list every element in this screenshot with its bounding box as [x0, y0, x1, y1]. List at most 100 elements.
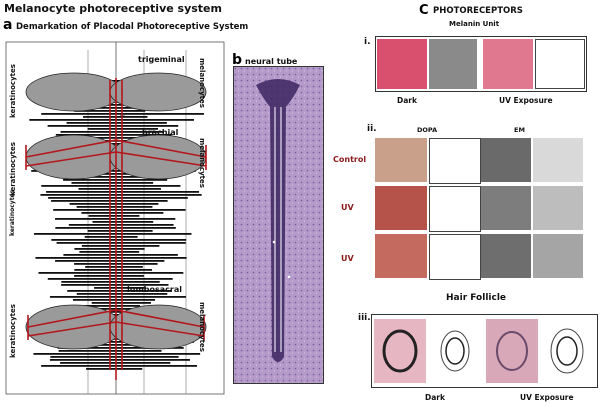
control-em-trace: [533, 138, 583, 182]
dark-stain-image: [377, 39, 427, 89]
uv1-em-image: [481, 186, 531, 230]
dermatome-bar: [84, 236, 138, 238]
melanin-unit-images: [375, 36, 587, 92]
neural-tube-micrograph: [233, 66, 324, 384]
hair-follicle-images: [371, 314, 598, 388]
uv1-dopa-trace: [429, 186, 481, 232]
dermatome-bar: [76, 206, 153, 208]
dermatome-bar: [55, 218, 176, 220]
dermatome-bar: [29, 119, 194, 121]
dermatome-bar: [49, 359, 190, 361]
right-label-melanocytes-1: melanocytes: [198, 58, 206, 108]
control-em-image: [481, 138, 531, 182]
dermatome-bar: [74, 269, 152, 271]
dermatome-bar: [72, 299, 156, 301]
uv2-em-trace: [533, 234, 583, 278]
placodal-diagram: [5, 41, 225, 395]
row-label-uv-2: UV: [341, 254, 354, 263]
dermatome-bar: [41, 365, 198, 367]
dermatome-bar: [78, 188, 161, 190]
region-label-lumbosacral: lumbosacral: [127, 285, 182, 294]
uv-follicle-trace: [542, 319, 592, 383]
uv1-em-trace: [533, 186, 583, 230]
row-label-uv-1: UV: [341, 203, 354, 212]
section-i-caption-dark: Dark: [397, 96, 417, 105]
panel-b-title: neural tube: [245, 57, 298, 66]
col-header-em: EM: [514, 126, 525, 134]
dark-follicle-image: [374, 319, 426, 383]
section-ii-numeral: ii.: [367, 124, 377, 134]
dermatome-bar: [69, 176, 173, 178]
dermatome-bar: [62, 80, 172, 82]
uv1-dopa-image: [375, 186, 427, 230]
panel-a-title: Demarkation of Placodal Photoreceptive S…: [16, 22, 249, 32]
dermatome-bar: [81, 245, 160, 247]
diagram-frame: [5, 41, 225, 395]
trigeminal-right-lobe: [109, 72, 207, 112]
dermatome-bar: [71, 182, 154, 184]
dermatome-bar: [63, 179, 168, 181]
dermatome-bar: [69, 203, 159, 205]
dermatome-bar: [35, 257, 187, 259]
dark-em-image: [429, 39, 477, 89]
trigeminal-left-lobe: [25, 72, 123, 112]
neural-tube-image: [234, 67, 323, 383]
dermatome-bar: [48, 197, 188, 199]
uv2-em-image: [481, 234, 531, 278]
dermatome-bar: [60, 131, 164, 133]
uv2-dopa-image: [375, 234, 427, 278]
section-iii-caption-uv: UV Exposure: [520, 393, 574, 402]
left-label-keratinocytes-3: keratinocytes: [9, 189, 16, 236]
dermatome-bar: [88, 215, 140, 217]
dark-follicle-trace: [430, 319, 480, 383]
dermatome-bar: [94, 287, 146, 289]
panel-b-letter: b: [232, 52, 243, 68]
control-dopa-trace: [429, 138, 481, 184]
red-connectors: [25, 78, 207, 380]
section-iii-caption-dark: Dark: [425, 393, 445, 402]
dermatome-bar: [55, 134, 172, 136]
section-iii-title: Hair Follicle: [446, 293, 507, 303]
section-iii-numeral: iii.: [358, 313, 371, 323]
uv-follicle-image: [486, 319, 538, 383]
dermatome-bar: [33, 233, 192, 235]
figure-title: Melanocyte photoreceptive system: [4, 2, 222, 15]
dermatome-bar: [67, 290, 172, 292]
region-label-trigeminal: trigeminal: [138, 55, 185, 64]
dermatome-bar: [85, 137, 155, 139]
region-label-brachial: brachial: [142, 128, 179, 137]
right-label-melanocytes-2: melanocytes: [198, 138, 206, 188]
dermatome-bar: [77, 308, 150, 310]
dermatome-bar: [57, 347, 184, 349]
col-header-dopa: DOPA: [417, 126, 438, 134]
left-label-keratinocytes-2: keratinocytes: [9, 142, 17, 196]
dermatome-bar: [47, 125, 179, 127]
left-label-keratinocytes-1: keratinocytes: [9, 64, 17, 118]
dermatome-bar: [86, 368, 143, 370]
dermatome-bar: [45, 104, 177, 106]
section-i-numeral: i.: [364, 37, 371, 47]
row-label-control: Control: [333, 155, 367, 164]
dermatome-bar: [63, 254, 178, 256]
dermatome-bar: [40, 194, 202, 196]
nf-label: nf: [120, 114, 125, 120]
panel-c-title: PHOTORECEPTORS: [433, 6, 523, 16]
dermatome-bar: [41, 185, 181, 187]
panel-c-letter: C: [419, 3, 429, 18]
right-label-melanocytes-3: melanocytes: [198, 302, 206, 352]
dermatome-bar: [65, 344, 181, 346]
uv-em-image: [535, 39, 585, 89]
dopa-em-grid: [375, 138, 583, 281]
panel-c-subtitle: Melanin Unit: [449, 20, 500, 28]
dermatome-bar: [38, 272, 184, 274]
dermatome-bar: [53, 209, 186, 211]
dermatome-bar: [90, 311, 145, 313]
dermatome-bar: [56, 242, 186, 244]
dermatome-bar: [61, 284, 169, 286]
uv-stain-image: [483, 39, 533, 89]
left-label-keratinocytes-4: keratinocytes: [9, 304, 17, 358]
dermatome-bar: [49, 296, 186, 298]
section-i-caption-uv: UV Exposure: [499, 96, 553, 105]
dermatome-bar: [92, 221, 154, 223]
dermatome-bar: [87, 230, 153, 232]
